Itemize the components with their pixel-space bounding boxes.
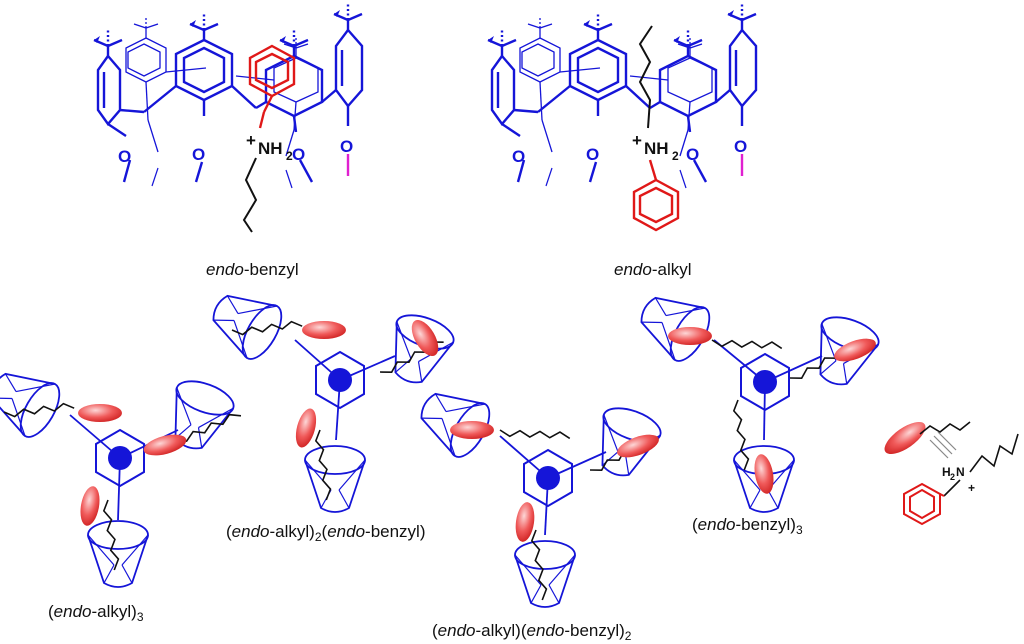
benzene-core-icon (523, 449, 573, 507)
ammonium-subscript: 2 (672, 149, 679, 163)
oxygen-label: O (118, 147, 131, 166)
assembly-endo-alkyl-2-endo-benzyl (201, 279, 459, 513)
oxygen-label: O (512, 147, 525, 166)
label-assembly-3: (endo-alkyl)(endo-benzyl)2 (432, 621, 632, 643)
phenyl-ring-icon (632, 159, 680, 232)
oxygen-label: O (192, 145, 205, 164)
calixarene-icon (488, 4, 756, 188)
legend-phenyl-icon (903, 482, 945, 526)
guest-ellipse (668, 327, 712, 345)
guest-ellipse (143, 434, 187, 456)
assembly-endo-alkyl-endo-benzyl-2 (409, 377, 666, 608)
oxygen-label: O (734, 137, 747, 156)
guest-ellipse (617, 434, 659, 458)
label-assembly-2: (endo-alkyl)2(endo-benzyl) (226, 522, 426, 544)
cone-receptor-icon (409, 377, 499, 464)
guest-ellipse (515, 502, 535, 542)
oxygen-label: O (586, 145, 599, 164)
legend-n: N (956, 465, 965, 479)
benzene-core-icon (315, 351, 365, 409)
assembly-endo-benzyl-3 (629, 281, 884, 513)
guest-ellipse (754, 454, 774, 494)
legend-guest: H 2 N + (884, 421, 1019, 526)
assembly-endo-alkyl-3 (0, 357, 242, 588)
guest-ellipse (450, 421, 494, 439)
label-endo-alkyl: endo-alkyl (614, 260, 692, 279)
ammonium-label: NH (258, 139, 283, 158)
cone-receptor-icon (514, 540, 576, 608)
cone-receptor-icon (304, 445, 366, 513)
cone-receptor-icon (201, 279, 291, 366)
ammonium-subscript: 2 (286, 149, 293, 163)
cone-receptor-icon (0, 357, 69, 444)
calixarene-icon (94, 4, 362, 188)
phenyl-ring-icon (248, 44, 296, 129)
guest-ellipse (834, 338, 876, 362)
cone-receptor-icon (629, 281, 719, 368)
label-assembly-1: (endo-alkyl)3 (48, 602, 144, 624)
guest-ellipse (80, 486, 100, 526)
legend-sub: 2 (950, 472, 955, 482)
legend-charge: + (968, 481, 975, 495)
legend-h: H (942, 465, 951, 479)
alkyl-chain (231, 319, 303, 337)
legend-ellipse (884, 421, 926, 455)
endo-alkyl-structure: + NH 2 O O O O (488, 4, 756, 232)
ammonium-charge: + (632, 131, 642, 150)
ammonium-label: NH (644, 139, 669, 158)
alkyl-chain (498, 429, 571, 440)
label-endo-benzyl: endo-benzyl (206, 260, 299, 279)
ammonium-charge: + (246, 131, 256, 150)
oxygen-label: O (340, 137, 353, 156)
guest-ellipse (411, 319, 439, 357)
oxygen-label: O (686, 145, 699, 164)
label-assembly-4: (endo-benzyl)3 (692, 515, 803, 537)
guest-ellipse (295, 408, 317, 448)
guest-ellipse (302, 321, 346, 339)
endo-benzyl-structure: + NH 2 O O O O (94, 4, 362, 233)
alkyl-chain (313, 429, 333, 501)
cone-receptor-icon (87, 520, 149, 588)
equivalence-sign (929, 431, 957, 459)
oxygen-label: O (292, 145, 305, 164)
guest-ellipse (78, 404, 122, 422)
